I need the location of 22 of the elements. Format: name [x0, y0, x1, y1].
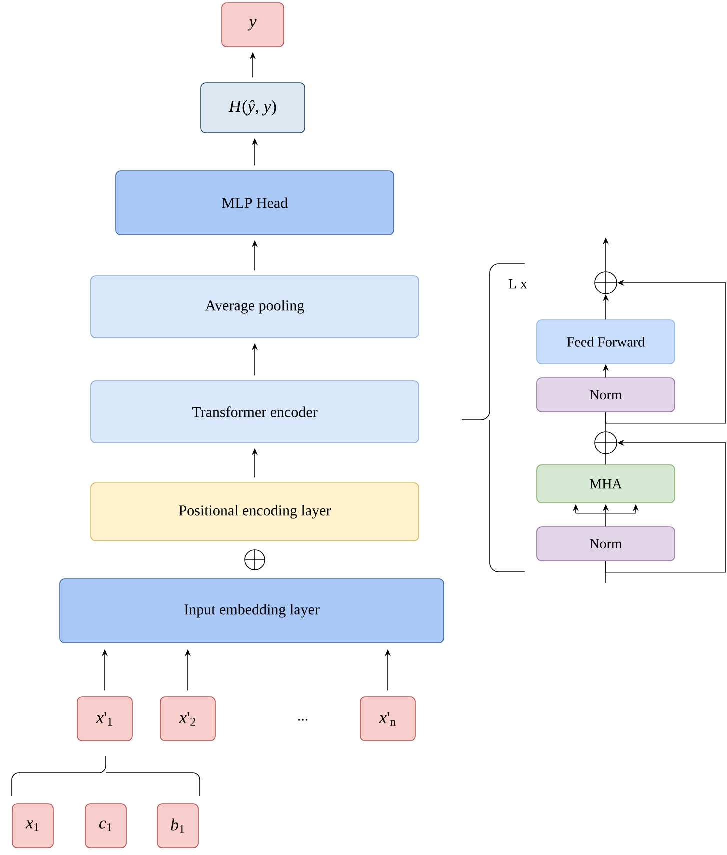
sum-circle [594, 272, 618, 294]
process-box: Transformer encoder [90, 380, 420, 444]
output-box: y [222, 2, 284, 48]
process-box: Average pooling [90, 276, 420, 338]
process-box: MLP Head [116, 170, 394, 236]
input-box: x$_{1}$ [12, 804, 54, 848]
ellipsis: ... [298, 719, 308, 721]
input-box: x'$_{n}$ [360, 696, 416, 742]
sum-circle [244, 550, 266, 570]
layer-box: Norm [536, 526, 676, 562]
process-box: Input embedding layer [60, 578, 444, 644]
input-box: x'$_{1}$ [77, 696, 133, 742]
sum-circle [594, 432, 618, 454]
input-box: x'$_{2}$ [160, 696, 216, 742]
loss-box: H(ŷ, y) [200, 82, 306, 134]
input-box: c$_{1}$ [85, 804, 127, 848]
layer-box: MHA [536, 464, 676, 504]
layer-box: Norm [536, 378, 676, 412]
process-box: Positional encoding layer [90, 482, 420, 542]
loop-label: L x [508, 279, 528, 289]
layer-box: Feed Forward [536, 320, 676, 364]
input-box: b$_{1}$ [157, 804, 199, 848]
